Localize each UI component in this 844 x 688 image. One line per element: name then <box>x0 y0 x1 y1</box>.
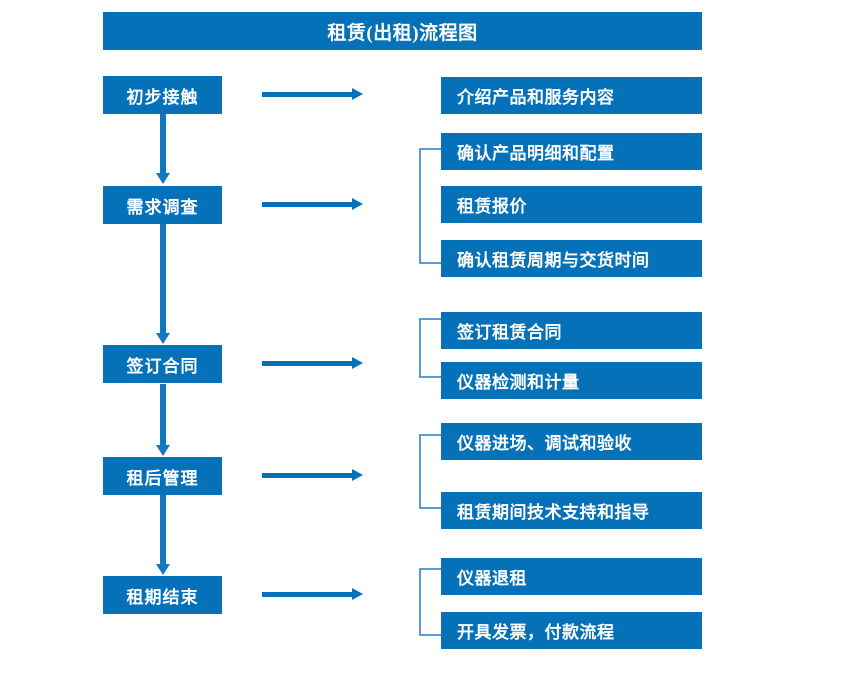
flow-arrow-down-1 <box>156 114 170 184</box>
detail-box-3[interactable]: 租赁报价 <box>441 186 702 223</box>
flowchart-title: 租赁(出租)流程图 <box>103 12 702 50</box>
detail-box-9[interactable]: 仪器退租 <box>441 558 702 595</box>
detail-box-2[interactable]: 确认产品明细和配置 <box>441 133 702 170</box>
group-bracket-4 <box>419 434 441 509</box>
detail-box-1[interactable]: 介绍产品和服务内容 <box>441 77 702 114</box>
stage-box-5[interactable]: 租期结束 <box>103 576 222 614</box>
branch-arrow-right-1 <box>262 88 363 100</box>
stage-box-4[interactable]: 租后管理 <box>103 457 222 495</box>
branch-arrow-right-4 <box>262 469 363 481</box>
flow-arrow-down-3 <box>156 384 170 456</box>
stage-box-2[interactable]: 需求调查 <box>103 186 222 224</box>
detail-box-8[interactable]: 租赁期间技术支持和指导 <box>441 492 702 529</box>
branch-arrow-right-3 <box>262 357 363 369</box>
branch-arrow-right-5 <box>262 588 363 600</box>
branch-arrow-right-2 <box>262 198 363 210</box>
detail-box-5[interactable]: 签订租赁合同 <box>441 312 702 349</box>
group-bracket-5 <box>419 568 441 636</box>
detail-box-4[interactable]: 确认租赁周期与交货时间 <box>441 240 702 277</box>
stage-box-3[interactable]: 签订合同 <box>103 345 222 383</box>
flow-arrow-down-2 <box>156 224 170 344</box>
flow-arrow-down-4 <box>156 495 170 575</box>
detail-box-6[interactable]: 仪器检测和计量 <box>441 362 702 399</box>
detail-box-7[interactable]: 仪器进场、调试和验收 <box>441 423 702 460</box>
group-bracket-3 <box>419 318 441 378</box>
group-bracket-2 <box>419 148 441 264</box>
detail-box-10[interactable]: 开具发票，付款流程 <box>441 612 702 649</box>
stage-box-1[interactable]: 初步接触 <box>103 76 222 114</box>
